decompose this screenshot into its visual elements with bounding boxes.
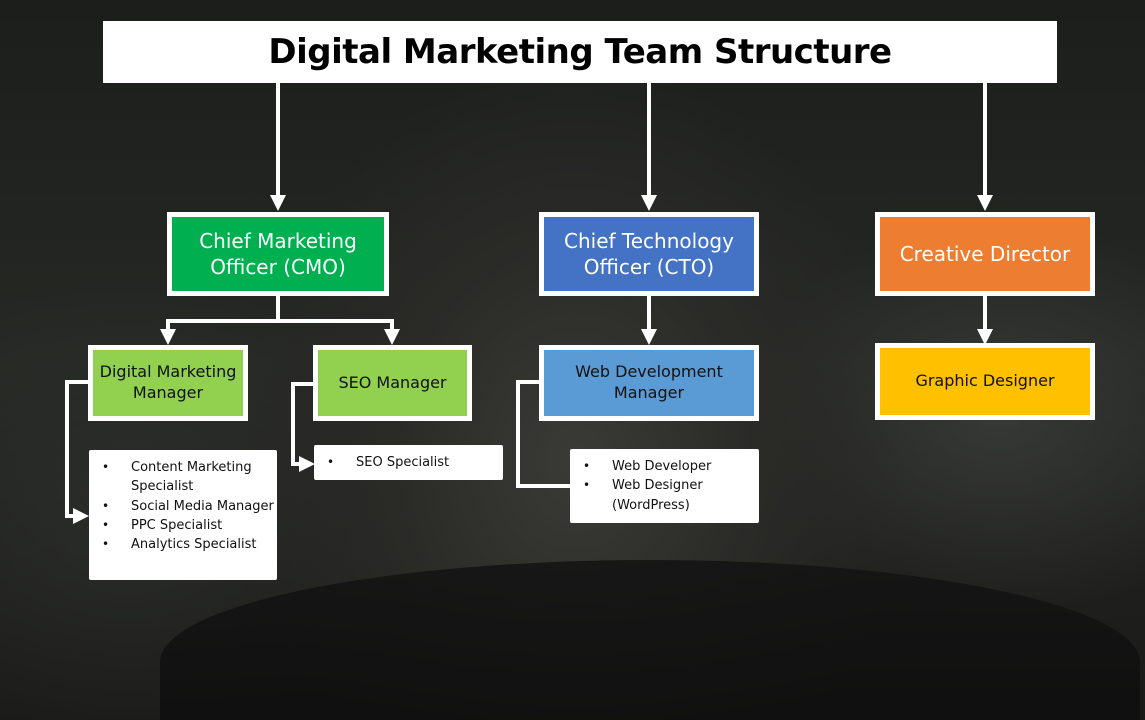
seo-manager-box: SEO Manager <box>313 345 472 421</box>
digital-marketing-manager-box: Digital Marketing Manager <box>88 345 248 421</box>
seo-team-list: SEO Specialist <box>314 445 503 480</box>
background-figure <box>160 560 1140 720</box>
page-title: Digital Marketing Team Structure <box>268 32 892 72</box>
cto-label: Chief Technology Officer (CTO) <box>564 229 734 279</box>
web-development-manager-label: Web Development Manager <box>575 362 723 402</box>
graphic-designer-box: Graphic Designer <box>875 343 1095 420</box>
list-item: Analytics Specialist <box>89 535 277 555</box>
web-development-team-list: Web Developer Web Designer (WordPress) <box>570 449 759 523</box>
digital-marketing-manager-label: Digital Marketing Manager <box>99 362 237 402</box>
line-webdev-to-team <box>516 380 571 488</box>
list-item: SEO Specialist <box>314 453 503 473</box>
list-item: PPC Specialist <box>89 516 277 536</box>
cto-box: Chief Technology Officer (CTO) <box>539 212 759 296</box>
web-development-manager-box: Web Development Manager <box>539 345 759 421</box>
seo-manager-label: SEO Manager <box>338 372 447 392</box>
cmo-label: Chief Marketing Officer (CMO) <box>199 229 357 279</box>
list-item: Web Developer <box>570 457 759 477</box>
list-item: Content Marketing Specialist <box>89 458 277 497</box>
list-item: Web Designer (WordPress) <box>570 476 759 515</box>
list-item: Social Media Manager <box>89 497 277 517</box>
creative-director-box: Creative Director <box>875 212 1095 296</box>
title-banner: Digital Marketing Team Structure <box>103 21 1057 83</box>
arrow-seo-to-team <box>291 382 316 472</box>
digital-marketing-team-list: Content Marketing Specialist Social Medi… <box>89 450 277 580</box>
creative-director-label: Creative Director <box>899 242 1071 266</box>
arrow-cmo-to-dm <box>160 296 280 345</box>
arrow-cmo-to-seo <box>278 319 400 345</box>
arrow-dm-to-team <box>65 380 90 524</box>
cmo-box: Chief Marketing Officer (CMO) <box>167 212 389 296</box>
graphic-designer-label: Graphic Designer <box>915 371 1055 391</box>
